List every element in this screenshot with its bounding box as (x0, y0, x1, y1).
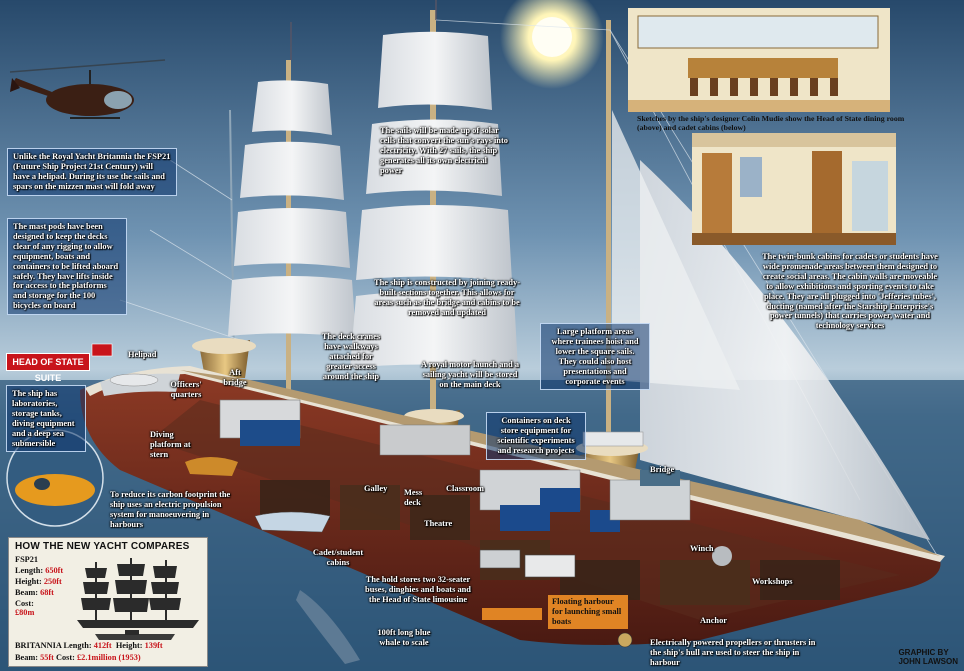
floating-harbour-pontoon (482, 608, 542, 620)
main-mast-sails (350, 31, 518, 370)
graphic-credit: GRAPHIC BY JOHN LAWSON (898, 647, 958, 667)
sketch-caption: Sketches by the ship's designer Colin Mu… (637, 114, 905, 133)
mast-pods-note: The mast pods have been designed to keep… (7, 218, 127, 316)
anchor-label: Anchor (700, 616, 727, 625)
mess-deck-label: Mess deck (404, 488, 423, 507)
jib-sail (640, 160, 930, 540)
propellers-note: Electrically powered propellers or thrus… (650, 638, 816, 667)
solar-sails-note: The sails will be made up of solar cells… (380, 126, 508, 175)
theatre-label: Theatre (424, 519, 453, 528)
carbon-footprint-note: To reduce its carbon footprint the ship … (110, 490, 231, 529)
fsp21-height: Height: 250ft (15, 577, 62, 586)
deck-cranes-note: The deck cranes have walkways attached f… (321, 332, 381, 381)
twin-bunk-note: The twin-bunk cabins for cadets or stude… (762, 252, 938, 331)
aft-bridge-label: Aft bridge (223, 368, 247, 387)
head-of-state-badge: HEAD OF STATE SUITE (6, 353, 90, 383)
hold-note: The hold stores two 32-seater buses, din… (365, 575, 471, 604)
comparison-panel: HOW THE NEW YACHT COMPARES FSP21 Length:… (8, 537, 208, 667)
fsp21-name: FSP21 (15, 555, 39, 564)
galley-label: Galley (364, 484, 388, 493)
fsp21-length: Length: 650ft (15, 566, 64, 575)
cadet-cabins-label: Cadet/student cabins (312, 548, 364, 567)
bridge-label: Bridge (650, 465, 675, 474)
floating-harbour-note: Floating harbour for launching small boa… (548, 595, 628, 629)
diving-platform-label: Diving platform at stern (150, 430, 191, 459)
royal-launch-note: A royal motor launch and a sailing yacht… (420, 360, 520, 389)
britannia-length-height: BRITANNIA Length: 412ft Height: 139ft (15, 641, 163, 650)
workshops-label: Workshops (752, 577, 793, 586)
fsp21-cost: Cost:£80m (15, 599, 35, 617)
containers-note: Containers on deck store equipment for s… (486, 412, 586, 460)
fsp21-beam: Beam: 68ft (15, 588, 54, 597)
platform-areas-note: Large platform areas where trainees hois… (540, 323, 650, 391)
aft-mast-sails (228, 80, 356, 338)
silhouette-ships (77, 558, 199, 640)
whale-note: 100ft long blue whale to scale (377, 628, 431, 647)
construction-note: The ship is constructed by joining ready… (374, 278, 520, 317)
britannia-beam-cost: Beam: 55ft Cost: £2.1million (1953) (15, 653, 141, 662)
winch-label: Winch (690, 544, 714, 553)
helipad-info-note: Unlike the Royal Yacht Britannia the FSP… (7, 148, 177, 196)
helicopter (9, 59, 166, 119)
blue-whale (296, 590, 360, 664)
helipad-label: Helipad (128, 350, 157, 359)
officers-quarters-label: Officers' quarters (170, 380, 202, 399)
classroom-label: Classroom (446, 484, 484, 493)
comparison-title: HOW THE NEW YACHT COMPARES (15, 541, 190, 552)
main-deck (180, 370, 940, 556)
laboratories-note: The ship has laboratories, storage tanks… (6, 385, 86, 453)
